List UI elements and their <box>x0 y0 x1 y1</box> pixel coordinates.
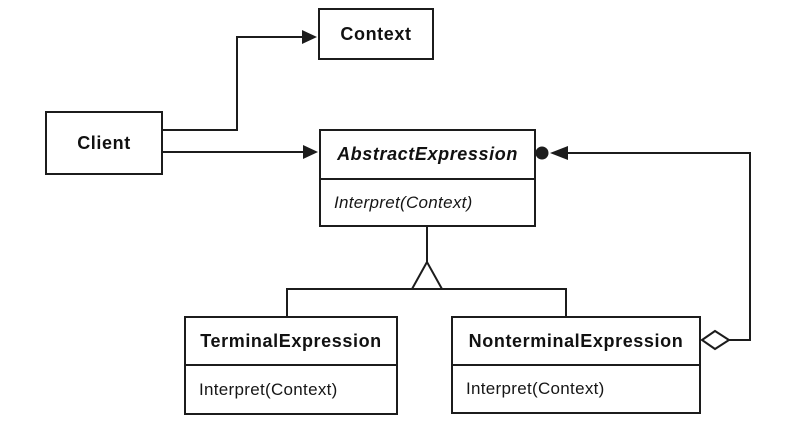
class-name-abstract-expression: AbstractExpression <box>337 144 518 164</box>
class-box-abstract-expression: AbstractExpression Interpret(Context) <box>319 129 536 227</box>
arrowhead-icon-abstractexpression <box>303 145 318 159</box>
class-box-client: Client <box>45 111 163 175</box>
aggregation-connector <box>568 152 751 341</box>
aggregation-diamond-icon <box>700 329 731 351</box>
class-box-nonterminal-expression: NonterminalExpression Interpret(Context) <box>451 316 701 414</box>
arrowhead-icon-aggregation <box>550 146 568 160</box>
class-box-terminal-expression: TerminalExpression Interpret(Context) <box>184 316 398 415</box>
multiplicity-many-circle-icon <box>535 146 549 160</box>
inheritance-branch-connector <box>286 288 567 317</box>
class-name-client: Client <box>77 132 131 153</box>
class-name-terminal-expression: TerminalExpression <box>200 330 382 351</box>
class-method-terminal-expression: Interpret(Context) <box>186 364 396 413</box>
inheritance-triangle-icon <box>410 259 444 290</box>
client-context-connector <box>163 36 303 131</box>
arrowhead-icon-context <box>302 30 317 44</box>
class-box-context: Context <box>318 8 434 60</box>
class-name-nonterminal-expression: NonterminalExpression <box>468 330 684 351</box>
class-method-nonterminal-expression: Interpret(Context) <box>453 364 699 412</box>
class-method-abstract-expression: Interpret(Context) <box>321 178 534 225</box>
class-name-context: Context <box>340 23 412 44</box>
